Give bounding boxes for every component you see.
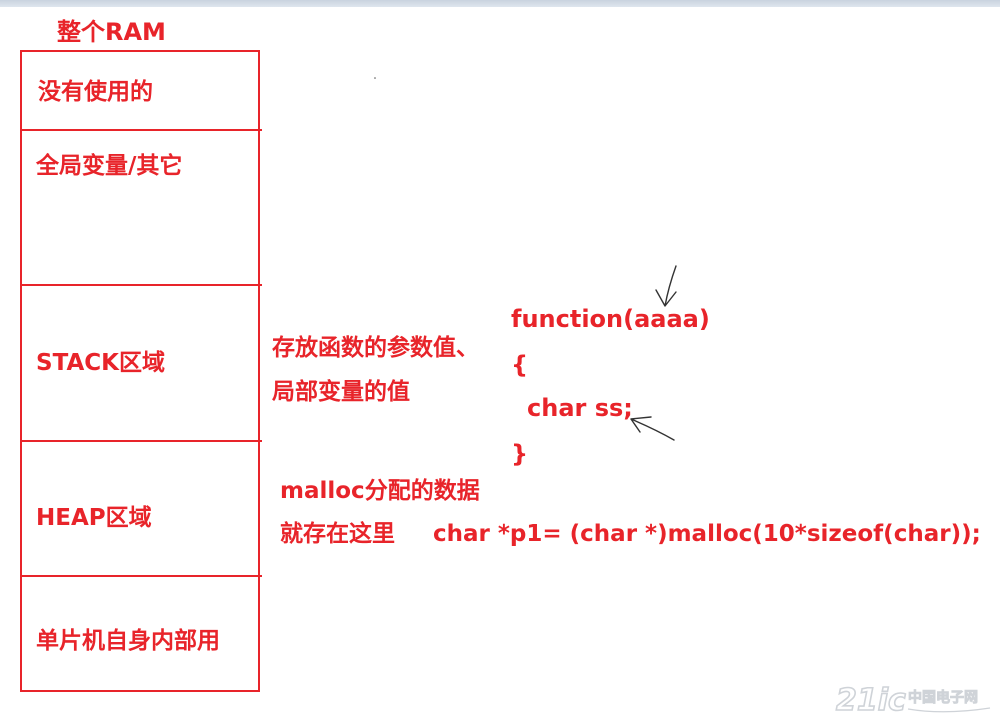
heap-note-line1: malloc分配的数据 bbox=[280, 478, 480, 504]
section-label-mcu-internal: 单片机自身内部用 bbox=[36, 628, 220, 654]
section-label-stack: STACK区域 bbox=[36, 350, 165, 376]
section-label-heap: HEAP区域 bbox=[36, 505, 152, 531]
section-divider-4 bbox=[20, 575, 262, 577]
ram-memory-box bbox=[20, 50, 260, 692]
heap-note-line2: 就存在这里 bbox=[280, 521, 395, 547]
section-divider-1 bbox=[20, 129, 262, 131]
code-open-brace: { bbox=[511, 351, 529, 379]
section-label-unused: 没有使用的 bbox=[38, 79, 153, 105]
section-label-globals: 全局变量/其它 bbox=[36, 153, 183, 179]
ram-title: 整个RAM bbox=[57, 18, 166, 46]
watermark-text: 中国电子网 bbox=[908, 689, 978, 706]
site-watermark: 21ic 中国电子网 bbox=[834, 682, 994, 719]
section-divider-3 bbox=[20, 440, 262, 442]
code-close-brace: } bbox=[511, 440, 529, 468]
watermark-logo-icon: 21ic 中国电子网 bbox=[835, 682, 991, 719]
code-function-signature: function(aaaa) bbox=[511, 305, 710, 333]
watermark-logo: 21ic bbox=[836, 683, 906, 716]
arrow-to-local-variable-icon bbox=[630, 416, 675, 441]
stack-note-line1: 存放函数的参数值、 bbox=[272, 335, 479, 361]
window-top-strip bbox=[0, 0, 1000, 7]
arrow-to-parameter-icon bbox=[655, 265, 677, 307]
code-local-variable: char ss; bbox=[527, 394, 633, 422]
stack-note-line2: 局部变量的值 bbox=[272, 379, 410, 405]
section-divider-2 bbox=[20, 284, 262, 286]
code-malloc-statement: char *p1= (char *)malloc(10*sizeof(char)… bbox=[433, 521, 981, 547]
stray-dot bbox=[374, 77, 376, 79]
